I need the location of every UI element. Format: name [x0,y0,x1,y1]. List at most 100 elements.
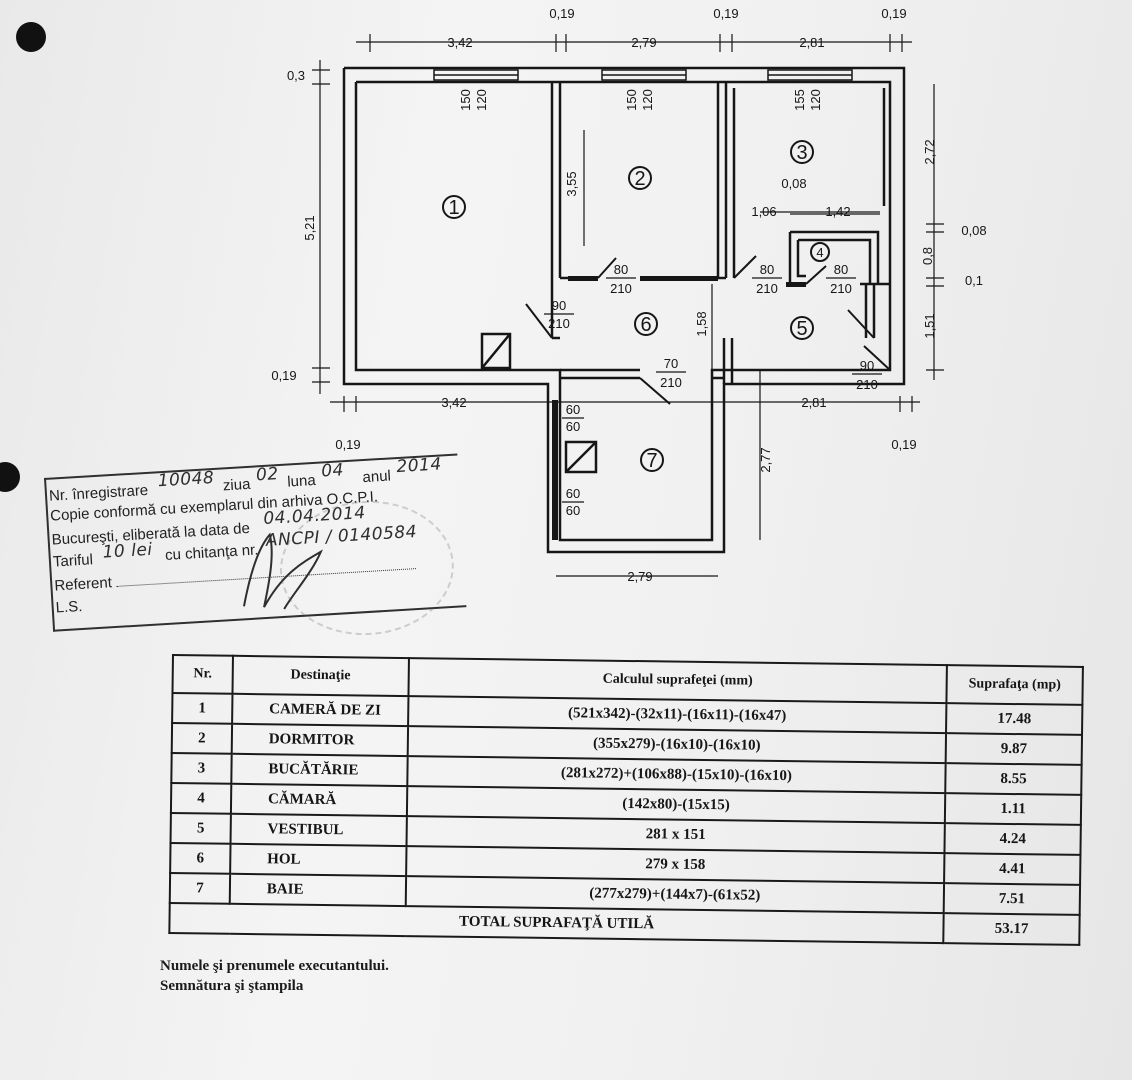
wall-camara-inner-left [796,240,806,278]
dim-top-wall-b: 0,19 [713,6,738,21]
header-nr: Nr. [172,655,233,694]
dim-left-room1: 5,21 [302,215,317,240]
row-nr: 5 [170,812,231,844]
door-swing-camara [805,265,827,285]
door-camara-height: 210 [830,281,852,296]
dim-room3-b: 1,06 [751,204,776,219]
row-area: 1.11 [945,793,1082,825]
wall-segment [786,282,806,287]
dim-room3-a: 0,08 [781,176,806,191]
door-room2-width: 80 [614,262,628,277]
room-circle-7 [640,448,664,472]
wall-segment [568,276,598,281]
room-number-3: 3 [796,142,807,164]
area-table: Nr. Destinaţie Calculul suprafeţei (mm) … [168,654,1084,946]
door-room1-height: 210 [548,316,570,331]
door-swing-room2 [597,257,617,279]
footer-signature: Semnătura şi ştampila [160,978,304,994]
door-bath-height: 210 [660,375,682,390]
row-nr: 3 [171,753,232,784]
stamp-month-value: 04 [320,460,345,482]
stamp-reg-number: 10048 [157,467,215,492]
signature-scribble [242,532,323,610]
room-number-6: 6 [640,314,651,336]
row-destination: CĂMARĂ [230,783,408,817]
dim-right-wall-b: 0,1 [965,273,983,288]
stamp-reg-label: Nr. înregistrare [48,481,149,505]
door-room2-height: 210 [610,281,632,296]
wall-camara-inner [798,238,872,284]
room-circle-6 [634,312,658,336]
stamp-ls-label: L.S. [55,597,83,617]
door-swing-room1 [525,303,553,339]
door-bath-width: 70 [664,356,678,371]
row-nr: 2 [171,723,232,754]
bath-item-2-a: 60 [566,486,580,501]
registration-stamp: Nr. înregistrare 10048 ziua 02 luna 04 a… [44,453,467,641]
row-area: 9.87 [945,733,1083,765]
dim-bottom-room1: 3,42 [441,395,466,410]
outer-wall-outer [342,66,906,554]
dim-right-camara: 0,8 [920,247,935,265]
room-number-5: 5 [796,318,807,340]
dim-top-room2: 2,79 [631,35,656,50]
outer-wall-inner [354,80,892,542]
punch-hole-middle [0,462,20,492]
dim-bottom-bath: 2,79 [627,569,652,584]
dim-top-wall-c: 0,19 [881,6,906,21]
dim-right-vestibul: 1,51 [922,313,937,338]
room-circle-1 [442,195,466,219]
door-room3-height: 210 [756,281,778,296]
shaft-bath [564,440,598,474]
row-area: 7.51 [943,883,1081,915]
row-area: 4.41 [944,853,1081,885]
floor-plan: 1 2 3 4 5 6 7 3,42 0,19 2,79 0,19 2,81 0… [271,6,986,584]
row-destination: CAMERĂ DE ZI [231,693,409,727]
dim-bath-height: 2,77 [758,447,773,472]
shaft-room1 [480,332,512,370]
bath-item-1-a: 60 [566,402,580,417]
row-area: 4.24 [944,823,1081,855]
room-circle-2 [628,166,652,190]
wall-segment [640,276,718,281]
dim-top-room1: 3,42 [447,35,472,50]
dim-hall-height: 1,58 [694,311,709,336]
row-nr: 7 [169,872,231,904]
row-destination: HOL [230,843,407,877]
row-destination: DORMITOR [231,723,408,757]
door-swing-vestibul [847,309,875,339]
bath-item-1-b: 60 [566,419,580,434]
room-number-2: 2 [634,168,645,190]
stamp-referent-label: Referent [53,574,113,595]
shaft-room1-diag [481,333,511,369]
window-1-bottom: 120 [474,89,489,111]
dim-right-room3: 2,72 [922,139,937,164]
header-destination: Destinaţie [232,655,409,697]
room-number-1: 1 [448,197,459,219]
door-camara-width: 80 [834,262,848,277]
window-1-top: 150 [458,89,473,111]
dim-bottom-wall-right: 0,19 [891,437,916,452]
dim-bottom-room3: 2,81 [801,395,826,410]
row-area: 8.55 [945,763,1082,795]
row-destination: BUCĂTĂRIE [231,753,408,787]
stamp-day-label: ziua [222,475,251,495]
stamp-year-value: 2014 [395,454,443,478]
room-number-7: 7 [646,450,657,472]
dim-left-wall-top: 0,3 [287,68,305,83]
row-nr: 4 [170,783,232,814]
dim-top-room3: 2,81 [799,35,824,50]
stamp-year-label: anul [362,467,392,487]
window-3-top: 155 [792,89,807,111]
dim-left-wall-bottom: 0,19 [271,368,296,383]
dim-right-wall-a: 0,08 [961,223,986,238]
stamp-fee-value: 10 lei [102,539,154,563]
row-destination: BAIE [229,873,406,907]
door-room3-width: 80 [760,262,774,277]
bath-item-2-b: 60 [566,503,580,518]
room-circle-3 [790,140,814,164]
punch-hole-top [16,22,46,52]
door-swing-entry [863,345,891,371]
footer-executant-name: Numele şi prenumele executantului. [160,958,389,974]
